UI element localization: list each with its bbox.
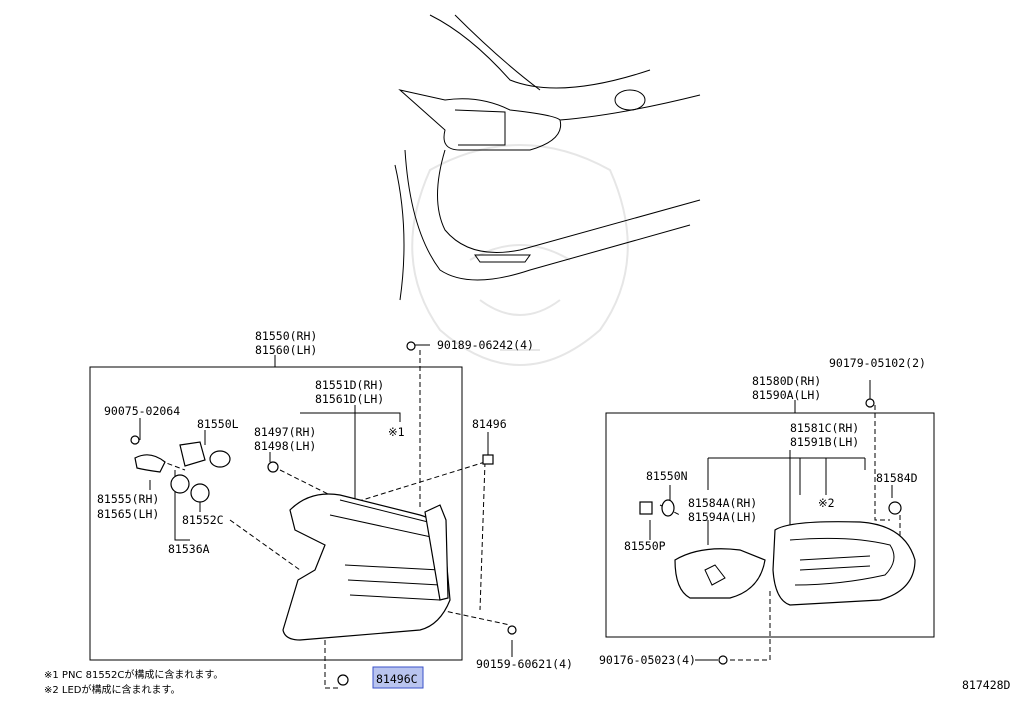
left-assembly-box	[89, 366, 463, 661]
label-90075[interactable]: 90075-02064	[104, 404, 180, 418]
label-81550P[interactable]: 81550P	[624, 539, 666, 553]
label-81580D[interactable]: 81580D(RH)	[752, 374, 821, 388]
label-81552C[interactable]: 81552C	[182, 513, 224, 527]
label-81498[interactable]: 81498(LH)	[254, 439, 316, 453]
note1-marker: ※1	[388, 425, 405, 439]
illustration-code: 817428D	[962, 678, 1011, 692]
label-81591B[interactable]: 81591B(LH)	[790, 435, 859, 449]
label-81590A[interactable]: 81590A(LH)	[752, 388, 821, 402]
screw-90189[interactable]	[406, 341, 416, 351]
footnote-1: ※1 PNC 81552Cが構成に含まれます。	[44, 668, 223, 681]
right-assembly-box	[605, 412, 935, 638]
screw-90075[interactable]	[130, 435, 140, 445]
label-81560[interactable]: 81560(LH)	[255, 343, 317, 357]
bulb-socket[interactable]	[134, 441, 231, 473]
label-81584D[interactable]: 81584D	[876, 471, 918, 485]
clip-81496C[interactable]	[337, 674, 349, 686]
note2-marker: ※2	[818, 496, 835, 510]
label-81497[interactable]: 81497(RH)	[254, 425, 316, 439]
label-81550[interactable]: 81550(RH)	[255, 329, 317, 343]
bolt-90176[interactable]	[718, 655, 728, 665]
cushion-81584D[interactable]	[888, 501, 902, 515]
label-81551D[interactable]: 81551D(RH)	[315, 378, 384, 392]
lamp-cover-81584A[interactable]	[674, 548, 766, 599]
label-81496[interactable]: 81496	[472, 417, 507, 431]
label-81550L[interactable]: 81550L	[197, 417, 239, 431]
label-81550N[interactable]: 81550N	[646, 469, 688, 483]
footnote-2: ※2 LEDが構成に含まれます。	[44, 683, 181, 696]
back-door-lamp[interactable]	[772, 521, 916, 606]
label-81561D[interactable]: 81561D(LH)	[315, 392, 384, 406]
watermark-logo	[411, 144, 629, 366]
label-90159[interactable]: 90159-60621(4)	[476, 657, 573, 671]
label-81581C[interactable]: 81581C(RH)	[790, 421, 859, 435]
label-90176[interactable]: 90176-05023(4)	[599, 653, 696, 667]
cushion-81497[interactable]	[267, 461, 279, 473]
label-90189[interactable]: 90189-06242(4)	[437, 338, 534, 352]
socket-81536A[interactable]	[170, 474, 190, 494]
label-90179[interactable]: 90179-05102(2)	[829, 356, 926, 370]
clip-81496[interactable]	[482, 454, 494, 465]
label-81536A[interactable]: 81536A	[168, 542, 210, 556]
screw-90179[interactable]	[865, 398, 875, 408]
bulb-81550N[interactable]	[661, 499, 675, 517]
gasket-81552C[interactable]	[190, 483, 210, 503]
bolt-90159[interactable]	[507, 625, 517, 635]
highlight-81496C	[372, 666, 424, 689]
tail-lamp-assembly[interactable]	[282, 493, 451, 641]
label-81565[interactable]: 81565(LH)	[97, 507, 159, 521]
label-81584A[interactable]: 81584A(RH)	[688, 496, 757, 510]
label-81594A[interactable]: 81594A(LH)	[688, 510, 757, 524]
vehicle-rear-illustration	[394, 14, 701, 301]
socket-81550P[interactable]	[639, 501, 653, 515]
label-81555[interactable]: 81555(RH)	[97, 492, 159, 506]
label-81496C[interactable]: 81496C	[376, 672, 418, 686]
